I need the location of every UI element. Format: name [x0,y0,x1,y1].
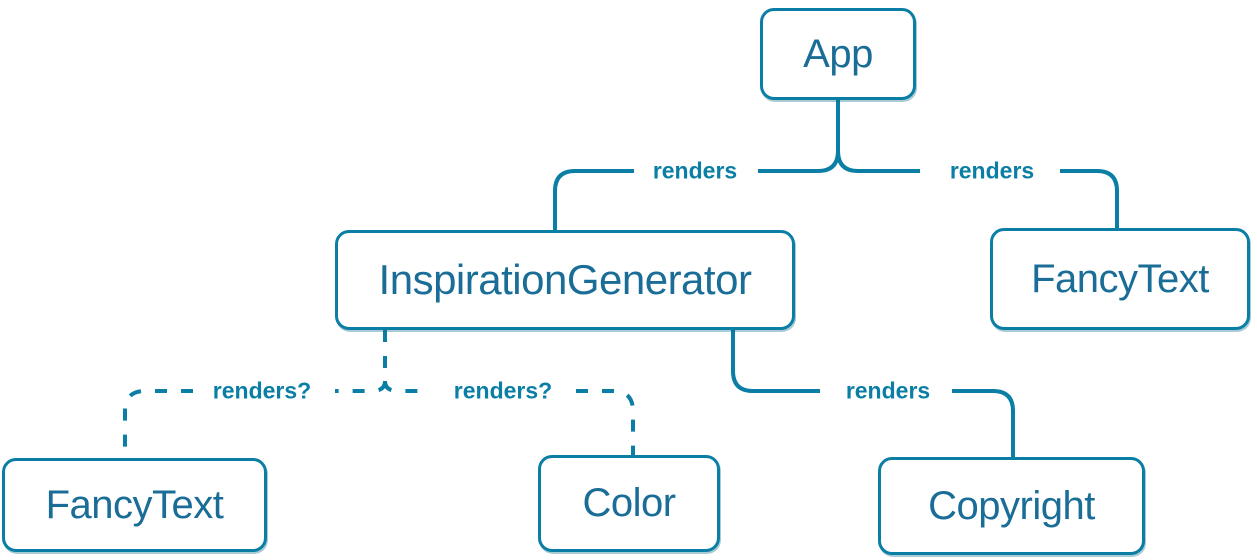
edge-label-renders-left: renders [648,157,742,185]
node-app-label: App [803,31,873,76]
edge-inspirationgenerator-copyright [731,330,1015,457]
edge-label-renders-maybe-right: renders? [449,377,557,405]
node-inspiration-generator-label: InspirationGenerator [378,256,752,303]
edge-label-renders-copyright: renders [841,377,935,405]
node-color: Color [538,455,720,552]
node-fancy-text-bottom-label: FancyText [45,482,224,527]
node-fancy-text-bottom: FancyText [2,458,267,552]
node-color-label: Color [582,481,676,525]
node-app: App [760,8,916,100]
node-copyright: Copyright [878,457,1145,555]
node-fancy-text-top: FancyText [990,228,1250,330]
node-inspiration-generator: InspirationGenerator [335,230,795,330]
edge-label-renders-right: renders [945,157,1039,185]
edge-label-renders-maybe-left: renders? [208,377,316,405]
edge-app-fancytext [836,150,1119,228]
node-copyright-label: Copyright [928,483,1095,528]
node-fancy-text-top-label: FancyText [1031,256,1209,301]
edge-inspirationgenerator-color [383,380,635,455]
